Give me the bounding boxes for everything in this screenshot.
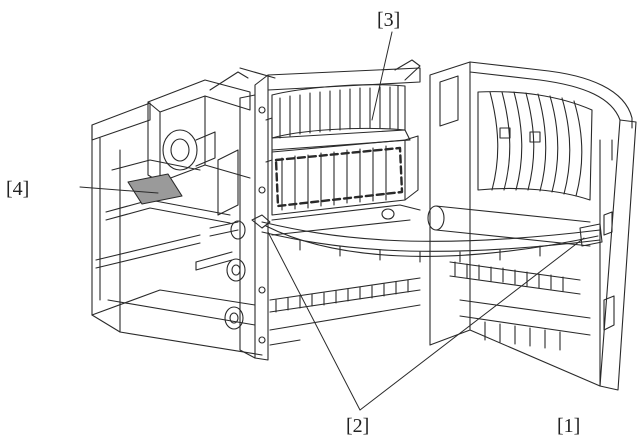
door-roller [427, 205, 591, 351]
callout-label-1: [1] [557, 415, 581, 437]
motor-housing [147, 67, 276, 216]
part-2-hinge-arms [261, 221, 603, 263]
door-guide-ribs [477, 91, 593, 201]
part-3-guide [271, 135, 419, 216]
part-1-door [429, 61, 637, 391]
leader-lines [79, 31, 585, 411]
callout-label-2: [2] [346, 415, 370, 437]
lower-left-transport [269, 204, 421, 346]
callout-label-3: [3] [377, 9, 401, 31]
part-4-plate [127, 173, 183, 205]
callout-label-4: [4] [6, 178, 30, 200]
upper-feed-guide [271, 59, 421, 151]
left-gears [195, 220, 246, 330]
left-chassis-frame [91, 102, 263, 356]
